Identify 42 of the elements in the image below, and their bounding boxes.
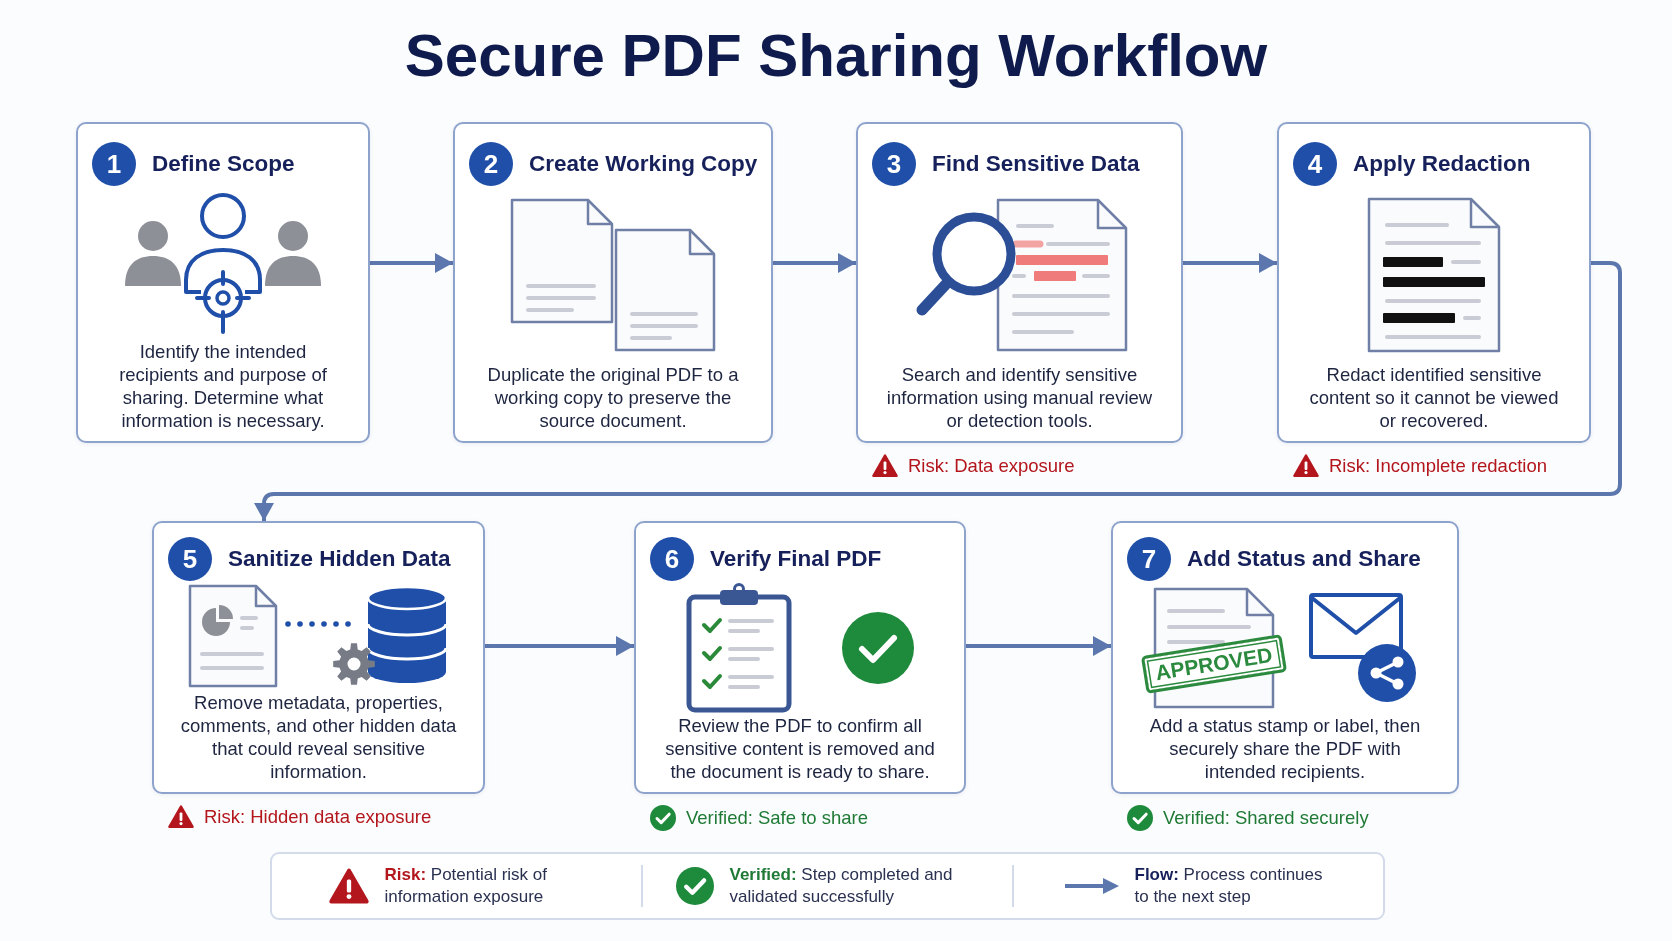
- step-card: [634, 521, 966, 794]
- risk-note: Risk: Hidden data exposure: [204, 805, 432, 829]
- risk-note: Risk: Incomplete redaction: [1329, 454, 1547, 478]
- step-title: Find Sensitive Data: [932, 150, 1140, 178]
- step-card: [856, 122, 1183, 443]
- verified-note: Verified: Safe to share: [686, 806, 869, 830]
- legend-text: Verified: Step completed and validated successfully: [729, 864, 954, 908]
- flow-arrow: [1183, 253, 1277, 273]
- legend-text: Flow: Process continues to the next step: [1134, 864, 1324, 908]
- step-description: Add a status stamp or label, then securely share the PDF with intended recipients.: [1148, 714, 1422, 783]
- flow-arrow: [485, 636, 634, 656]
- step-card: [76, 122, 370, 443]
- step-number: 1: [92, 142, 136, 186]
- diagram-title: Secure PDF Sharing Workflow: [404, 21, 1268, 91]
- step-title: Add Status and Share: [1187, 545, 1421, 573]
- step-number: 3: [872, 142, 916, 186]
- step-title: Apply Redaction: [1353, 150, 1531, 178]
- step-number: 5: [168, 537, 212, 581]
- step-description: Review the PDF to confirm all sensitive content is removed and the document is ready to share.: [664, 714, 936, 783]
- step-card: [453, 122, 773, 443]
- flow-arrow: [966, 636, 1111, 656]
- risk-note: Risk: Data exposure: [908, 454, 1075, 478]
- step-number: 7: [1127, 537, 1171, 581]
- step-title: Create Working Copy: [529, 150, 758, 178]
- flow-arrow: [773, 253, 856, 273]
- step-card: [1277, 122, 1591, 443]
- step-description: Redact identified sensitive content so it cannot be viewed or recovered.: [1308, 363, 1560, 432]
- step-description: Duplicate the original PDF to a working copy to preserve the source document.: [486, 363, 740, 432]
- step-number: 4: [1293, 142, 1337, 186]
- step-card: [1111, 521, 1459, 794]
- verified-note: Verified: Shared securely: [1163, 806, 1369, 830]
- step-title: Define Scope: [152, 150, 295, 178]
- step-description: Identify the intended recipients and purpose of sharing. Determine what information is necessary.: [118, 340, 328, 432]
- flow-arrow: [370, 253, 453, 273]
- step-description: Remove metadata, properties, comments, and other hidden data that could reveal sensitive information.: [179, 691, 458, 783]
- legend-text: Risk: Potential risk of information exposure: [384, 864, 549, 908]
- step-title: Verify Final PDF: [710, 545, 882, 573]
- step-number: 6: [650, 537, 694, 581]
- step-description: Search and identify sensitive information using manual review or detection tools.: [885, 363, 1154, 432]
- step-title: Sanitize Hidden Data: [228, 545, 451, 573]
- step-card: [152, 521, 485, 794]
- step-number: 2: [469, 142, 513, 186]
